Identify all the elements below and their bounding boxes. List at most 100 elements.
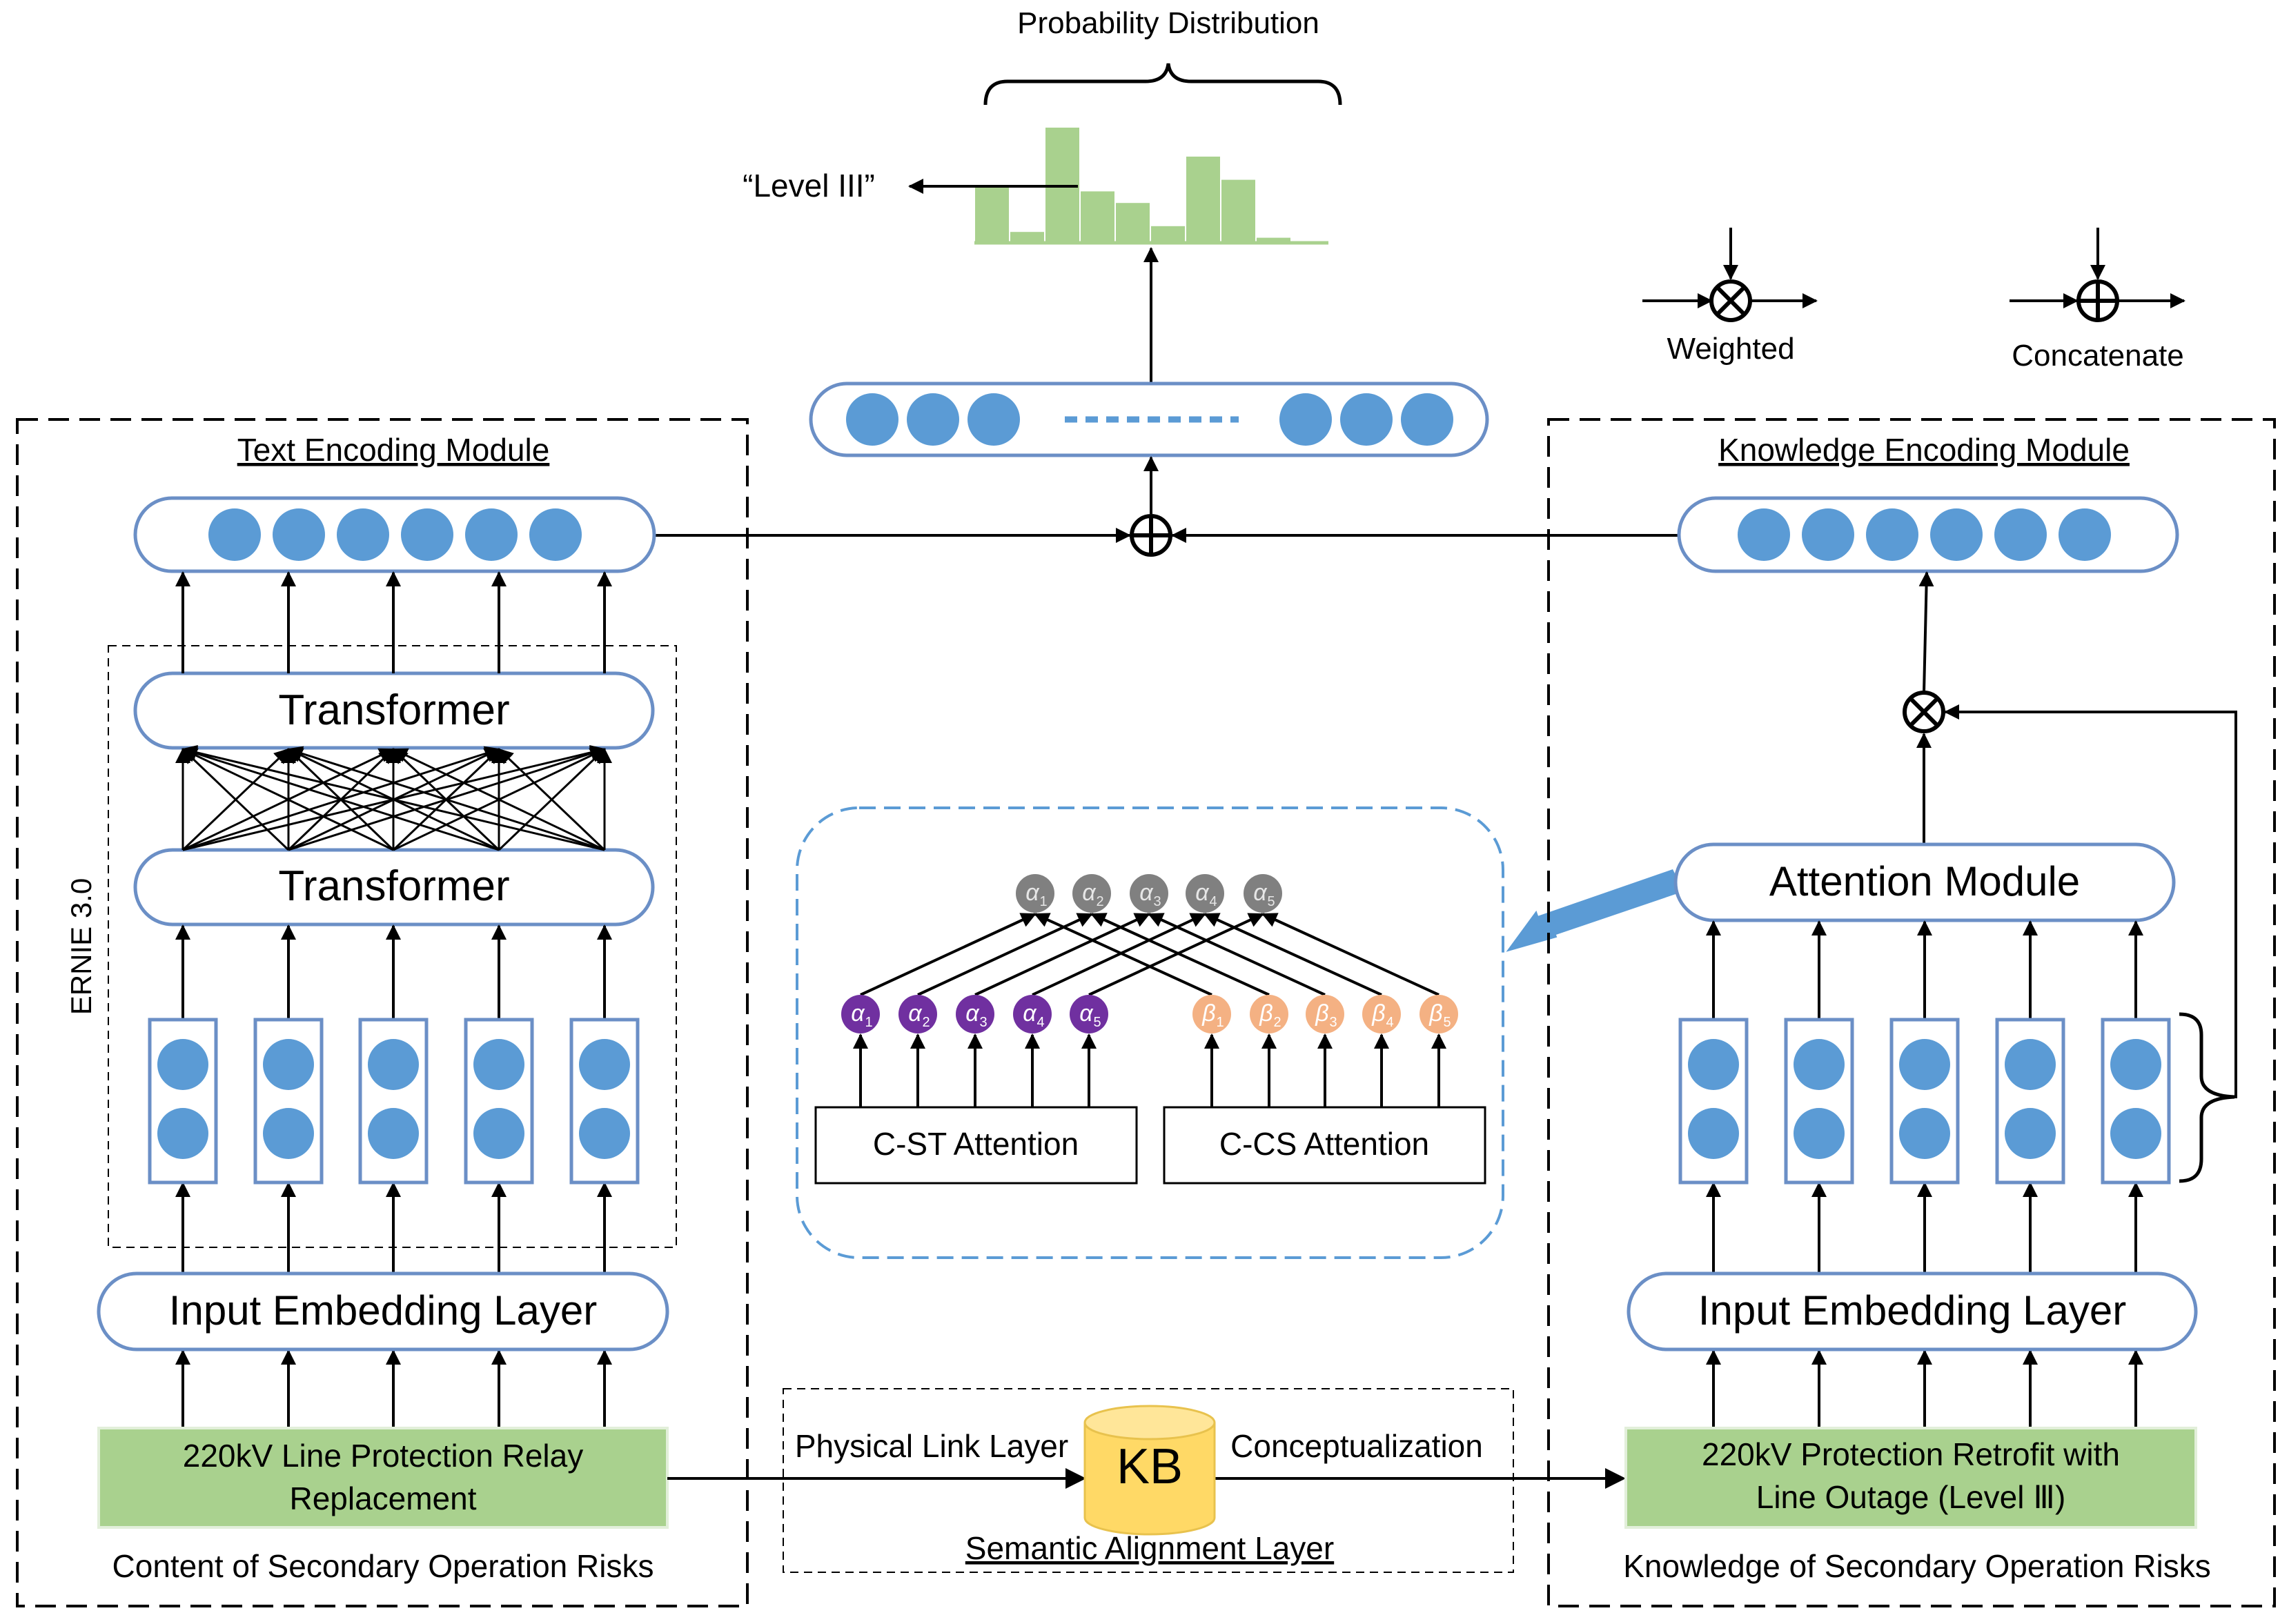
transformer-link xyxy=(181,746,500,851)
combined-weight-node-symbol: α xyxy=(1253,880,1268,906)
combined-weight-node-symbol: α xyxy=(1139,880,1154,906)
transformer-connections xyxy=(175,744,612,851)
knowledge-encoding-module-title: Knowledge Encoding Module xyxy=(1718,432,2130,468)
semantic-alignment-title: Semantic Alignment Layer xyxy=(965,1530,1334,1566)
token-node xyxy=(1899,1039,1950,1090)
beta-node-index: 5 xyxy=(1443,1015,1451,1030)
transformer-link xyxy=(181,748,394,851)
alpha-node-index: 1 xyxy=(865,1015,872,1030)
cst-attention-label: C-ST Attention xyxy=(873,1126,1079,1162)
transformer-link xyxy=(392,748,605,851)
alpha-node-circle xyxy=(956,995,994,1033)
vector-node xyxy=(1802,508,1854,561)
text-input-line2: Replacement xyxy=(289,1481,476,1516)
token-node xyxy=(1688,1039,1739,1090)
token-node xyxy=(579,1108,630,1159)
beta-node-symbol: β xyxy=(1259,1000,1273,1027)
vector-node xyxy=(1401,393,1453,446)
combined-weight-node-circle xyxy=(1016,874,1054,913)
token-node xyxy=(579,1039,630,1090)
combined-weight-node-symbol: α xyxy=(1195,880,1210,906)
token-node xyxy=(473,1039,524,1090)
legend-concatenate: Concatenate xyxy=(2010,228,2185,373)
knowledge-output-nodes xyxy=(1738,508,2111,561)
knowledge-input-box xyxy=(1624,1427,2197,1529)
distribution-bar xyxy=(1150,224,1186,244)
combined-weight-node-circle xyxy=(1130,874,1168,913)
vector-node xyxy=(208,508,261,561)
text-embedding-layer-label: Input Embedding Layer xyxy=(169,1287,597,1334)
weighted-label: Weighted xyxy=(1667,332,1794,366)
token-node xyxy=(2005,1039,2056,1090)
physical-link-label: Physical Link Layer xyxy=(795,1428,1068,1464)
beta-to-top-arrow xyxy=(1261,913,1440,996)
vector-node xyxy=(1866,508,1918,561)
transformer-link xyxy=(287,746,605,851)
vector-node xyxy=(2059,508,2111,561)
beta-node-circle xyxy=(1362,995,1401,1033)
combined-weight-node-index: 5 xyxy=(1267,894,1275,909)
token-node xyxy=(1688,1108,1739,1159)
ccs-attention-label: C-CS Attention xyxy=(1219,1126,1429,1162)
token-node xyxy=(2110,1108,2161,1159)
knowledge-token-columns xyxy=(1678,1018,2171,1185)
conceptualization-label: Conceptualization xyxy=(1230,1428,1483,1464)
combined-weight-node-symbol: α xyxy=(1025,880,1040,906)
token-brace xyxy=(2179,1012,2235,1183)
vector-node xyxy=(1930,508,1983,561)
vector-node xyxy=(401,508,453,561)
knowledge-embedding-layer-box xyxy=(1627,1271,2198,1351)
transformer-top-label: Transformer xyxy=(278,686,509,734)
distribution-bars xyxy=(974,126,1292,244)
vector-node xyxy=(465,508,518,561)
legend-weighted: Weighted xyxy=(1642,228,1818,366)
alpha-node-symbol: α xyxy=(1023,1000,1037,1027)
knowledge-embedding-layer-label: Input Embedding Layer xyxy=(1698,1287,2126,1334)
beta-to-top-arrow xyxy=(1034,913,1212,996)
level-output-label: “Level III” xyxy=(743,168,875,204)
probability-distribution-title: Probability Distribution xyxy=(1017,6,1319,40)
token-node xyxy=(2110,1039,2161,1090)
arrow-weighted-to-output xyxy=(1918,571,1934,693)
token-node xyxy=(263,1039,314,1090)
distribution-bar xyxy=(1114,201,1151,244)
beta-node-circle xyxy=(1192,995,1231,1033)
distribution-bar xyxy=(1185,155,1221,244)
vector-node xyxy=(1738,508,1790,561)
beta-node-index: 4 xyxy=(1386,1015,1393,1030)
beta-node-symbol: β xyxy=(1428,1000,1442,1027)
distribution-bar xyxy=(1220,178,1257,244)
fused-vector-nodes xyxy=(846,393,1453,446)
combined-weight-node-circle xyxy=(1244,874,1282,913)
alpha-node-circle xyxy=(841,995,880,1033)
alpha-node-circle xyxy=(1013,995,1052,1033)
concatenate-operator xyxy=(1130,514,1172,557)
vector-node xyxy=(529,508,582,561)
combined-weight-node-circle xyxy=(1186,874,1224,913)
alpha-node-index: 3 xyxy=(979,1015,987,1030)
alpha-to-top-arrow xyxy=(917,913,1093,996)
alpha-to-top-arrow xyxy=(860,913,1037,996)
beta-node-symbol: β xyxy=(1201,1000,1215,1027)
knowledge-encoding-module-border xyxy=(1547,418,2276,1607)
alpha-node-symbol: α xyxy=(908,1000,923,1027)
kb-label: KB xyxy=(1117,1439,1183,1494)
knowledge-output-vector-box xyxy=(1677,496,2179,573)
vector-node xyxy=(1994,508,2047,561)
text-input-line1: 220kV Line Protection Relay xyxy=(183,1438,583,1474)
bypass-connection xyxy=(1944,704,2237,1098)
knowledge-module-caption: Knowledge of Secondary Operation Risks xyxy=(1623,1548,2210,1584)
alpha-node-index: 4 xyxy=(1037,1015,1044,1030)
beta-node-symbol: β xyxy=(1371,1000,1385,1027)
distribution-bar xyxy=(974,184,1010,244)
beta-node-index: 2 xyxy=(1273,1015,1281,1030)
alpha-node-symbol: α xyxy=(1079,1000,1094,1027)
